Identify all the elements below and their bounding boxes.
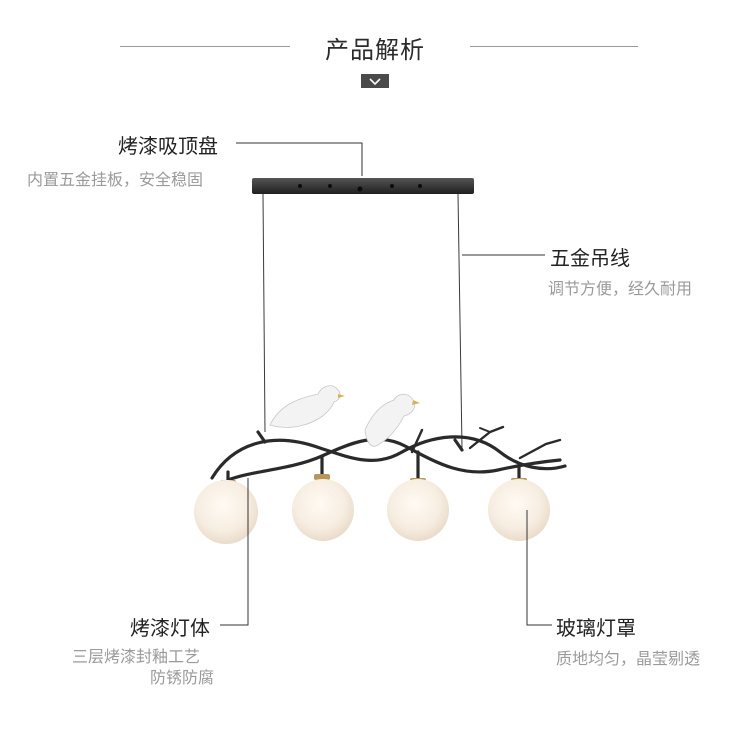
section-title: 产品解析: [325, 36, 425, 64]
body-title: 烤漆灯体: [130, 616, 210, 640]
body-desc-line2: 防锈防腐: [150, 668, 215, 687]
callout-leaders: [220, 142, 552, 626]
canopy-title: 烤漆吸顶盘: [118, 134, 218, 158]
glass-globes: [194, 479, 550, 544]
shade-title: 玻璃灯罩: [556, 616, 636, 640]
lamp-frame: [210, 425, 567, 484]
wire-desc: 调节方便，经久耐用: [548, 279, 693, 298]
body-desc-line1: 三层烤漆封釉工艺: [72, 647, 201, 666]
suspension-wires: [262, 193, 463, 449]
lamp-sockets: [220, 474, 527, 486]
chevron-down-icon: [361, 74, 389, 88]
header-rule-right: [470, 46, 638, 47]
shade-desc: 质地均匀，晶莹剔透: [556, 649, 701, 668]
header-rule-left: [120, 46, 290, 47]
canopy-plate: [252, 178, 474, 194]
canopy-desc: 内置五金挂板，安全稳固: [27, 170, 204, 189]
wire-title: 五金吊线: [550, 246, 630, 270]
bird-ornaments: [269, 385, 420, 447]
